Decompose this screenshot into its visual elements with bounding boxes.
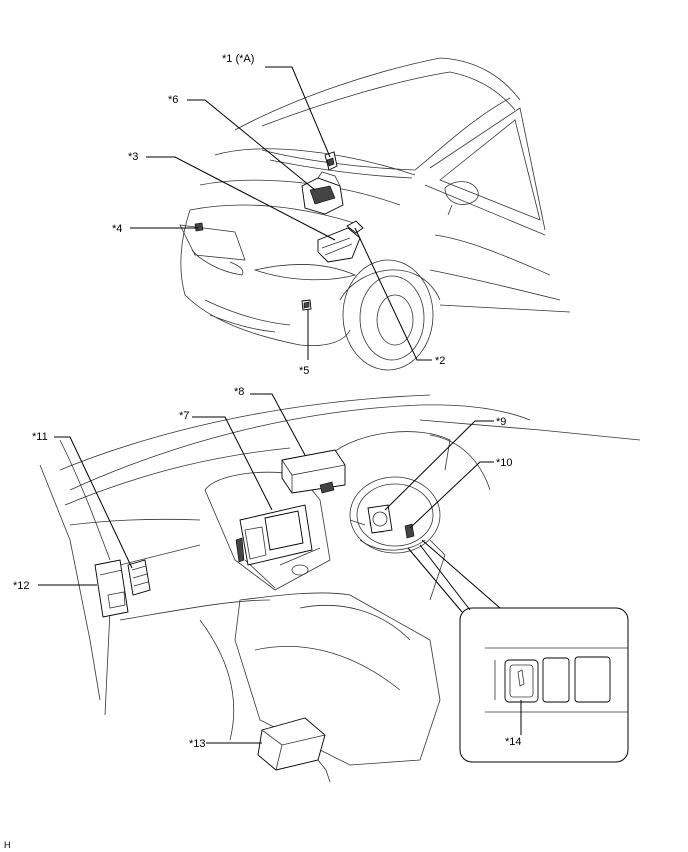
part-3-ecu-box [317,227,361,263]
label-11: *11 [32,431,48,443]
part-7-navigation-unit [235,504,313,566]
label-5: *5 [299,365,309,377]
leader-lines-lower [38,393,494,744]
label-13: *13 [189,738,206,750]
label-3: *3 [128,151,138,163]
detail-callout [407,539,629,763]
part-4-sensor [194,222,204,232]
label-10: *10 [496,457,513,469]
label-9: *9 [496,416,506,428]
label-1: *1 (*A) [222,53,254,65]
label-6: *6 [168,94,178,106]
part-5-sensor [301,299,312,311]
vehicle-front-illustration [179,57,571,371]
part-9-spiral-cable [367,504,393,534]
part-10-switch [404,523,415,539]
part-1-sensor [324,151,338,171]
label-2: *2 [435,355,445,367]
label-8: *8 [234,386,244,398]
label-12: *12 [13,580,30,592]
part-8-module [281,449,346,494]
part-2-connector [346,220,364,234]
part-11-connector [127,559,151,596]
leader-lines-upper [130,66,432,361]
label-7: *7 [179,410,189,422]
part-12-ecu [94,559,129,618]
part-6-abs-actuator [301,171,344,215]
label-14: *14 [505,736,522,748]
part-13-module [257,717,331,783]
vehicle-interior-illustration [39,394,641,766]
label-4: *4 [112,223,122,235]
corner-mark: H [4,840,11,850]
